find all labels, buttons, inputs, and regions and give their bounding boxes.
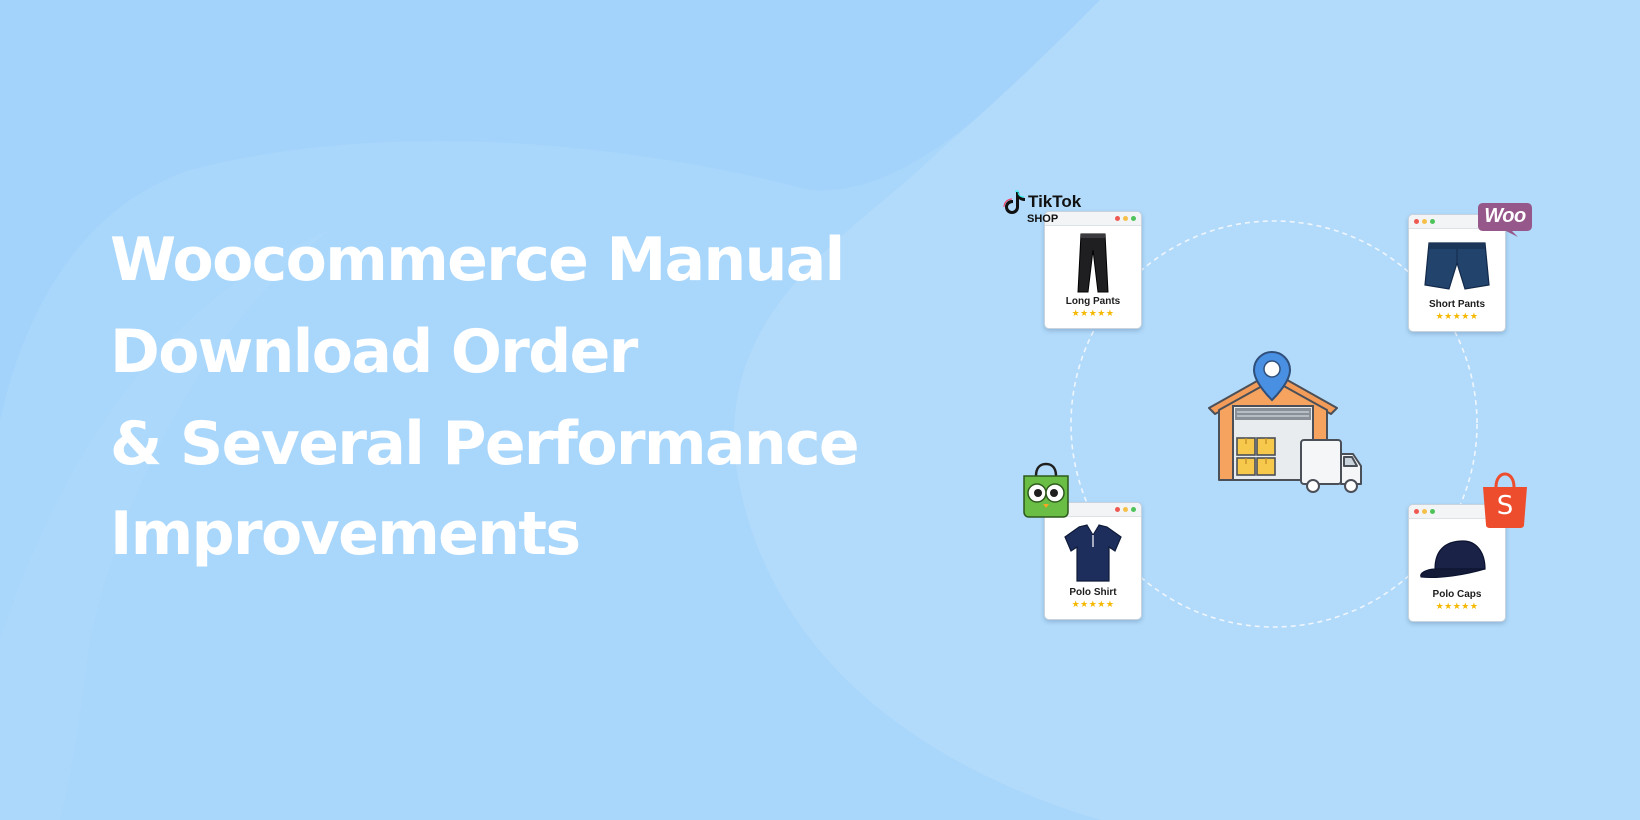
product-card-polo-shirt[interactable]: Polo Shirt ★★★★★	[1044, 502, 1142, 620]
tokopedia-owl-icon	[1023, 462, 1069, 518]
woocommerce-logo-icon: Woo	[1478, 203, 1532, 237]
headline-line-3: & Several Performance	[110, 409, 860, 479]
headline-line-2: Download Order	[110, 317, 638, 387]
woocommerce-wordmark: Woo	[1484, 205, 1526, 227]
product-card-short-pants[interactable]: Short Pants ★★★★★	[1408, 214, 1506, 332]
product-rating-stars: ★★★★★	[1435, 312, 1479, 322]
shopee-bag-icon	[1483, 472, 1527, 528]
product-name: Short Pants	[1428, 299, 1486, 310]
shopee-letter: S	[1496, 491, 1514, 521]
headline: Woocommerce Manual Download Order & Seve…	[110, 222, 930, 588]
product-rating-stars: ★★★★★	[1071, 309, 1115, 319]
polo-cap-icon	[1420, 540, 1486, 578]
product-rating-stars: ★★★★★	[1435, 602, 1479, 612]
warehouse-icon	[1208, 371, 1362, 493]
product-card-long-pants[interactable]: Long Pants ★★★★★	[1044, 211, 1142, 329]
short-pants-icon	[1424, 242, 1490, 290]
polo-shirt-icon	[1064, 524, 1122, 582]
shopee-logo: S	[1480, 471, 1530, 529]
headline-line-4: Improvements	[110, 499, 581, 569]
product-card-polo-caps[interactable]: Polo Caps ★★★★★	[1408, 504, 1506, 622]
tiktok-shop-label: SHOP	[1027, 213, 1059, 225]
tiktok-shop-logo: TikTok SHOP	[1003, 190, 1113, 226]
product-rating-stars: ★★★★★	[1071, 600, 1115, 610]
product-name: Polo Caps	[1432, 589, 1482, 600]
product-name: Polo Shirt	[1069, 587, 1117, 598]
product-name: Long Pants	[1065, 296, 1121, 307]
tiktok-note-icon	[1003, 190, 1025, 214]
location-pin-icon	[1252, 350, 1292, 402]
tiktok-wordmark: TikTok	[1028, 192, 1082, 211]
long-pants-icon	[1077, 233, 1109, 293]
headline-line-1: Woocommerce Manual	[110, 225, 845, 295]
